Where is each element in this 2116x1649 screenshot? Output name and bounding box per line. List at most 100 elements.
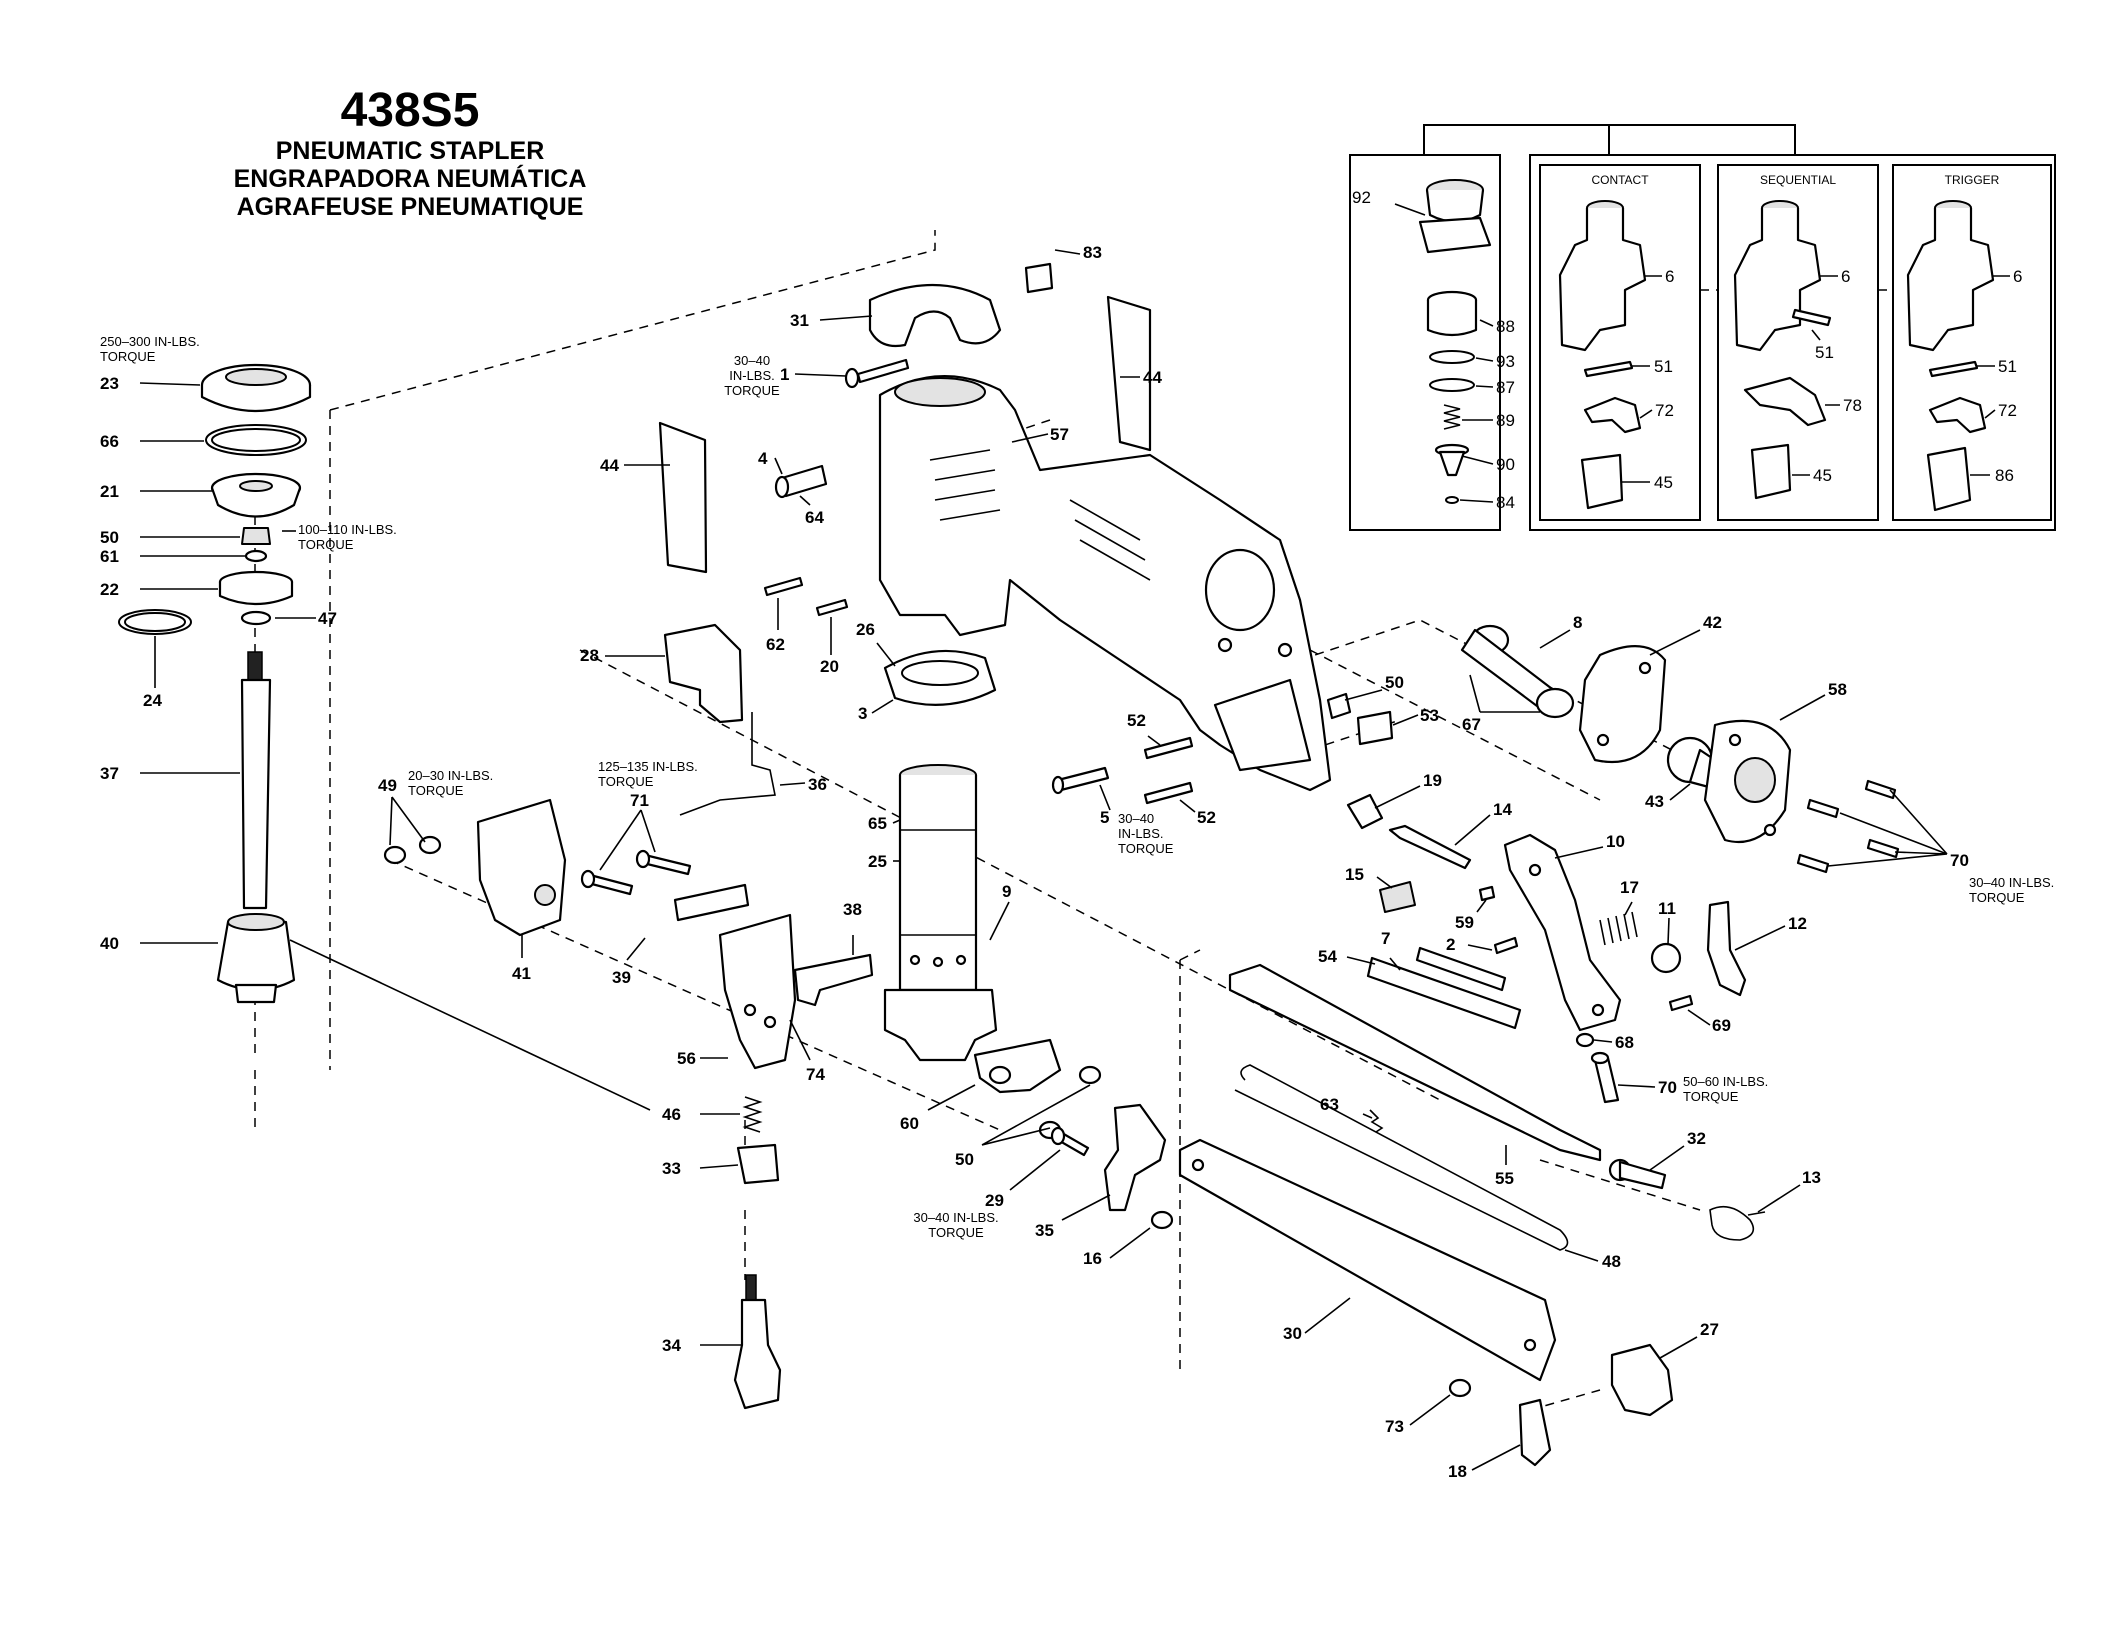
inset-callout-trig-51: 51	[1998, 357, 2017, 376]
callout-13: 13	[1802, 1168, 1821, 1187]
spring-63	[1369, 1109, 1384, 1133]
callout-62: 62	[766, 635, 785, 654]
inset-callout-trig-86: 86	[1995, 466, 2014, 485]
callout-68: 68	[1615, 1033, 1634, 1052]
title-spanish: ENGRAPADORA NEUMÁTICA	[233, 165, 587, 193]
callout-1: 1	[780, 365, 789, 384]
pin-20	[815, 598, 849, 617]
callout-65: 65	[868, 814, 887, 833]
callout-50-handle: 50	[1385, 673, 1404, 692]
nose-cover-41	[476, 798, 567, 937]
callout-70-trigger: 70	[1658, 1078, 1677, 1097]
inset-callout-seq-6: 6	[1841, 267, 1850, 286]
sequential-variant-parts	[1733, 200, 1832, 500]
torque-1-line1: 30–40	[734, 353, 770, 368]
torque-50-line2: TORQUE	[298, 537, 354, 552]
latch-lever-18	[1518, 1398, 1552, 1467]
wire-spring-36	[679, 712, 776, 816]
magazine-30	[1178, 1138, 1557, 1382]
callout-34: 34	[662, 1336, 681, 1355]
callout-57: 57	[1050, 425, 1069, 444]
grip-insert-44-left	[658, 421, 708, 574]
torque-1-line3: TORQUE	[724, 383, 780, 398]
torque-36-line1: 125–135 IN-LBS.	[598, 759, 698, 774]
screws-71	[580, 849, 692, 896]
torque-5-line1: 30–40	[1118, 811, 1154, 826]
end-cap-grip-8	[1460, 624, 1575, 719]
screws-70	[1796, 779, 1900, 874]
inset-callout-trig-6: 6	[2013, 267, 2022, 286]
inset-trigger-variants	[1529, 154, 2056, 531]
callout-67: 67	[1462, 715, 1481, 734]
bumper-24	[118, 609, 192, 635]
callout-26: 26	[856, 620, 875, 639]
part-callouts: 23 66 21 50 61 22 47 24 37 40 83 31 1 44…	[100, 243, 1969, 1481]
callout-40: 40	[100, 934, 119, 953]
callout-leaders	[139, 249, 1948, 1471]
work-contact-34	[733, 1274, 782, 1410]
inset-callout-92: 92	[1352, 188, 1371, 207]
title-english: PNEUMATIC STAPLER	[275, 137, 545, 165]
end-plate-58	[1703, 719, 1792, 844]
model-number: 438S5	[340, 84, 480, 137]
callout-9: 9	[1002, 882, 1011, 901]
callout-50-lower: 50	[955, 1150, 974, 1169]
inset-callout-seq-51: 51	[1815, 343, 1834, 362]
inset-callout-contact-72: 72	[1655, 401, 1674, 420]
callout-21: 21	[100, 482, 119, 501]
pins-52	[1143, 736, 1194, 805]
grip-insert-44-right	[1106, 295, 1152, 452]
callout-58: 58	[1828, 680, 1847, 699]
callout-47: 47	[318, 609, 337, 628]
callout-5: 5	[1100, 808, 1109, 827]
seal-47	[240, 610, 272, 626]
callout-69: 69	[1712, 1016, 1731, 1035]
inset-callout-trig-72: 72	[1998, 401, 2017, 420]
torque-70a-line1: 30–40 IN-LBS.	[1969, 875, 2054, 890]
valve-exploded-parts	[1418, 179, 1492, 504]
callout-56: 56	[677, 1049, 696, 1068]
inset-valve-panel	[1349, 154, 1501, 531]
plug-11	[1650, 942, 1682, 974]
callout-11: 11	[1658, 899, 1676, 918]
callout-15: 15	[1345, 865, 1364, 884]
callout-49: 49	[378, 776, 397, 795]
pivot-60	[973, 1038, 1062, 1094]
nut-50-handle	[1326, 692, 1352, 720]
callout-71: 71	[630, 791, 649, 810]
callout-42: 42	[1703, 613, 1722, 632]
exhaust-deflector-31	[868, 283, 1002, 348]
torque-36-line2: TORQUE	[598, 774, 654, 789]
contact-guide-33	[736, 1143, 780, 1185]
spring-17	[1599, 911, 1638, 946]
inset-callout-87: 87	[1496, 378, 1515, 397]
callout-63: 63	[1320, 1095, 1339, 1114]
torque-29-line2: TORQUE	[928, 1225, 984, 1240]
trigger-lever-12	[1706, 900, 1747, 997]
callout-32: 32	[1687, 1129, 1706, 1148]
housing-57	[878, 375, 1332, 792]
panel-sequential	[1717, 164, 1879, 521]
title-block: 438S5 PNEUMATIC STAPLER ENGRAPADORA NEUM…	[190, 84, 630, 222]
callout-55: 55	[1495, 1169, 1514, 1188]
inset-callout-seq-45: 45	[1813, 466, 1832, 485]
valve-stem-14	[1388, 824, 1472, 870]
callout-66: 66	[100, 432, 119, 451]
pusher-spring-48	[1234, 1064, 1569, 1251]
latch-27	[1610, 1343, 1674, 1417]
pin-59	[1478, 885, 1496, 902]
callout-22: 22	[100, 580, 119, 599]
callout-16: 16	[1083, 1249, 1102, 1268]
screw-29	[1050, 1126, 1090, 1157]
gasket-26	[883, 649, 997, 706]
callout-27: 27	[1700, 1320, 1719, 1339]
callout-43: 43	[1645, 792, 1664, 811]
seal-19	[1346, 793, 1384, 830]
torque-49-line1: 20–30 IN-LBS.	[408, 768, 493, 783]
latch-38	[793, 953, 874, 1007]
torsion-spring-13	[1709, 1205, 1766, 1241]
callout-64: 64	[805, 508, 824, 527]
torque-5-line3: TORQUE	[1118, 841, 1174, 856]
callout-54: 54	[1318, 947, 1337, 966]
washer-61	[244, 549, 268, 563]
